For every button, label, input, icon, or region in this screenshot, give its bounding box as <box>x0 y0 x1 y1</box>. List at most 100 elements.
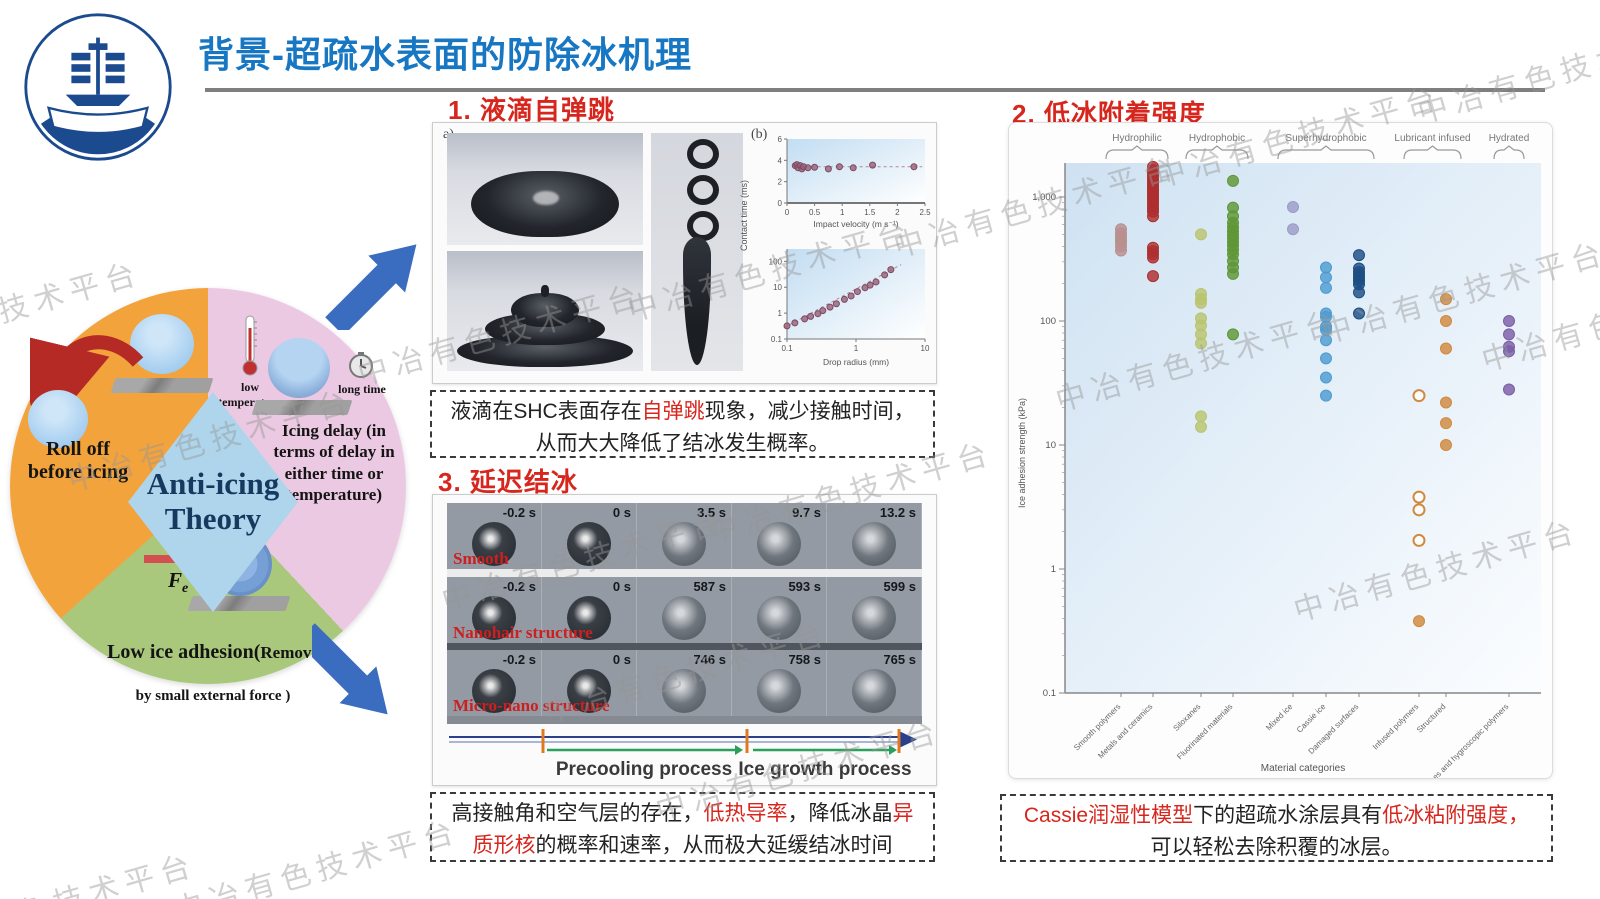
category-label: Cassie ice <box>1295 702 1328 735</box>
droplet-image <box>757 596 801 640</box>
scatter-point <box>1503 328 1515 341</box>
data-point <box>847 292 855 300</box>
group-bracket <box>1185 145 1249 160</box>
frame-time-label: -0.2 s <box>502 652 536 667</box>
x-tick-label: 0.1 <box>781 344 793 353</box>
caption-text-red: 质形核 <box>472 833 536 857</box>
droplet-image <box>662 522 706 566</box>
data-point <box>791 319 799 327</box>
frame-cell: 3.5 s <box>637 503 732 569</box>
droplet-image <box>472 522 516 566</box>
caption-text-red: 异 <box>892 802 914 825</box>
frame-time-label: 9.7 s <box>792 505 821 520</box>
droplet-image <box>567 596 611 640</box>
trend-line <box>783 264 902 329</box>
droplet-on-surface-icon <box>268 338 330 398</box>
group-bracket <box>1403 145 1462 160</box>
low-ice-sub: by small external force ) <box>135 687 291 704</box>
arrow-up-right-icon <box>325 244 417 330</box>
category-label: Infused polymers <box>1371 702 1420 751</box>
frame-time-label: 758 s <box>788 652 821 667</box>
frame-time-label: 599 s <box>883 579 916 594</box>
scatter-point <box>1147 251 1159 264</box>
scatter-point <box>1147 210 1159 223</box>
caption-text: 高接触角和空气层的存在， <box>451 802 704 825</box>
y-tick-label: 100 <box>769 257 783 266</box>
roll-off-label: Roll off before icing <box>27 438 129 483</box>
droplet-photo-bottom <box>447 251 643 371</box>
data-point <box>840 295 848 303</box>
x-tick-label: 1 <box>840 208 845 217</box>
y-tick-label: 2 <box>778 178 783 187</box>
title-divider <box>205 88 1545 92</box>
x-tick-label: 2 <box>895 208 900 217</box>
scatter-point <box>1412 490 1426 504</box>
data-point <box>887 266 895 274</box>
caption-text: 下的超疏水涂层具有 <box>1193 804 1383 827</box>
y-tick-label: 10 <box>1045 440 1056 451</box>
x-tick-label: 2.5 <box>919 208 931 217</box>
frame-cell: 0 s <box>542 577 637 643</box>
surface-slab-icon <box>251 400 353 415</box>
data-point <box>832 300 840 308</box>
scatter-point <box>1320 271 1332 284</box>
scatter-point <box>1440 396 1452 409</box>
scatter-point <box>1195 337 1207 350</box>
scatter-point <box>1227 174 1239 187</box>
surface-type-label: Nanohair structure <box>453 623 593 642</box>
frame-cell: 13.2 s <box>827 503 922 569</box>
low-ice-remove: Remove <box>260 642 319 662</box>
caption-text: 液滴在SHC表面存在 <box>450 400 642 423</box>
group-label: Hydrophobic <box>1189 133 1245 144</box>
droplet-image <box>472 596 516 640</box>
category-label: Structured <box>1415 702 1447 734</box>
frame-time-label: 746 s <box>693 652 726 667</box>
data-point <box>811 163 819 171</box>
y-axis-title: Ice adhesion strength (kPa) <box>1017 398 1027 508</box>
category-label: Fluorinated materials <box>1175 702 1234 761</box>
scatter-point <box>1440 417 1452 430</box>
frame-time-label: 3.5 s <box>697 505 726 520</box>
scatter-point <box>1320 389 1332 402</box>
droplet-image <box>567 522 611 566</box>
scatter-point <box>1320 352 1332 365</box>
scatter-point <box>1353 286 1365 299</box>
data-point <box>835 163 843 171</box>
y-tick-label: 0.1 <box>1043 688 1056 699</box>
y-tick-label: 0 <box>778 199 783 208</box>
row-separator <box>447 643 922 650</box>
group-label: Superhydrophobic <box>1285 133 1366 144</box>
droplet-image <box>567 669 611 713</box>
y-tick-label: 100 <box>1040 316 1056 327</box>
water-droplet-icon <box>28 390 88 448</box>
frame-cell: 593 s <box>732 577 827 643</box>
section1-heading: 1. 液滴自弹跳 <box>448 95 615 125</box>
icing-delay-label: Icing delay (in terms of delay in either… <box>273 421 395 504</box>
force-sub-e: e <box>182 581 189 597</box>
scatter-point <box>1227 328 1239 341</box>
scatter-point <box>1440 293 1452 306</box>
frame-time-label: 13.2 s <box>879 505 916 520</box>
watermark-text: 中冶有色技术平台 <box>170 814 464 899</box>
data-point <box>824 165 832 173</box>
data-point <box>869 161 877 169</box>
y-tick-label: 1 <box>1051 564 1056 575</box>
data-point <box>783 322 791 330</box>
frame-time-label: 0 s <box>612 652 631 667</box>
group-bracket <box>1493 145 1525 160</box>
category-label: Polyelectrolyte brushes and hygroscopic … <box>1378 702 1510 778</box>
caption-text: 从而大大降低了结冰发生概率。 <box>535 431 830 455</box>
thermometer-icon <box>242 315 258 376</box>
water-droplet-icon <box>130 314 194 374</box>
caption-text-red: 自弹跳 <box>641 400 705 423</box>
section1-caption: 液滴在SHC表面存在自弹跳现象，减少接触时间， 从而大大降低了结冰发生概率。 <box>430 390 935 458</box>
caption-text: 现象，减少接触时间， <box>704 400 915 423</box>
low-ice-main: Low ice adhesion( <box>107 640 261 663</box>
force-symbol: Fe <box>168 568 188 597</box>
category-label: Mixed ice <box>1264 702 1295 733</box>
